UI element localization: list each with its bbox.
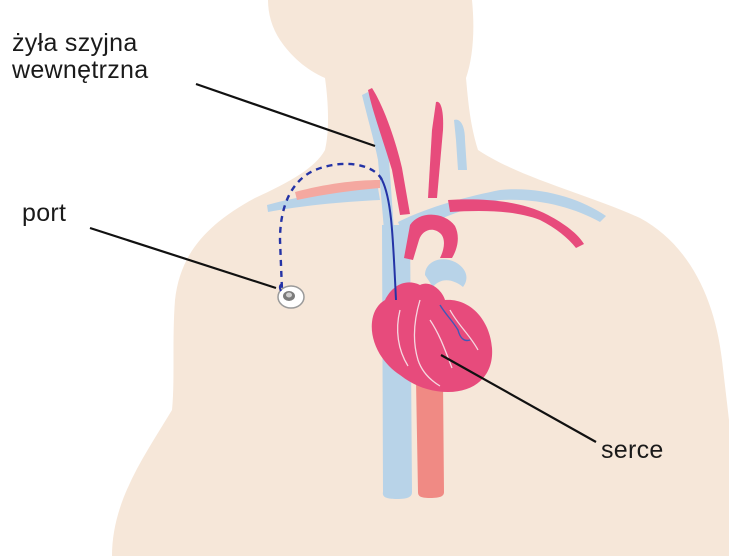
label-vein-line1: żyła szyjna	[12, 30, 148, 57]
label-internal-jugular-vein: żyła szyjna wewnętrzna	[12, 30, 148, 84]
label-heart: serce	[601, 437, 664, 464]
label-port: port	[22, 200, 66, 227]
descending-aorta	[416, 380, 444, 498]
label-vein-line2: wewnętrzna	[12, 57, 148, 84]
